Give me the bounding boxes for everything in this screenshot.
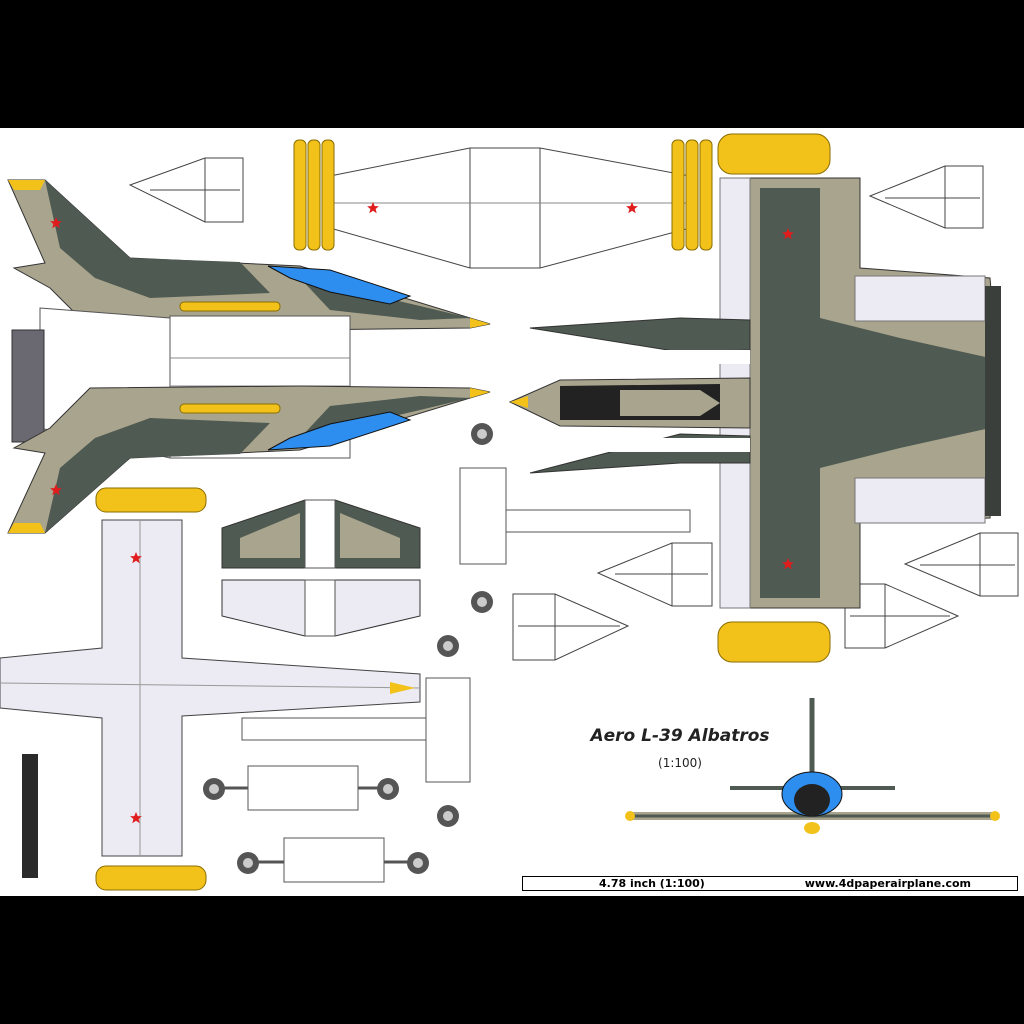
ruler-label: 4.78 inch (1:100) bbox=[599, 877, 705, 890]
horizontal-stabilizer-pieces bbox=[221, 499, 421, 637]
small-part-right-lower bbox=[844, 583, 960, 649]
wing-underside-piece bbox=[293, 139, 713, 269]
footer-bar: 4.78 inch (1:100) www.4dpaperairplane.co… bbox=[522, 876, 1018, 891]
cutout-drawing bbox=[0, 133, 1019, 891]
wing-top-camo-piece bbox=[508, 133, 1001, 663]
wing-bottom-piece bbox=[0, 487, 421, 891]
model-sheet: Aero L-39 Albatros (1:100) 4.78 inch (1:… bbox=[0, 128, 1024, 896]
scale-label: (1:100) bbox=[658, 756, 702, 770]
small-part-top-right bbox=[868, 165, 984, 229]
website-label: www.4dpaperairplane.com bbox=[804, 877, 971, 890]
side-profile-fuselage-halves bbox=[7, 179, 491, 534]
small-part-mid-right-b bbox=[903, 532, 1019, 597]
small-part-mid-right-a bbox=[596, 542, 713, 607]
model-title: Aero L-39 Albatros bbox=[590, 726, 770, 746]
front-view-illustration bbox=[625, 698, 1000, 834]
small-part-top-left bbox=[128, 157, 244, 223]
small-part-mid-center bbox=[512, 593, 630, 661]
landing-gear-pieces bbox=[203, 423, 691, 883]
